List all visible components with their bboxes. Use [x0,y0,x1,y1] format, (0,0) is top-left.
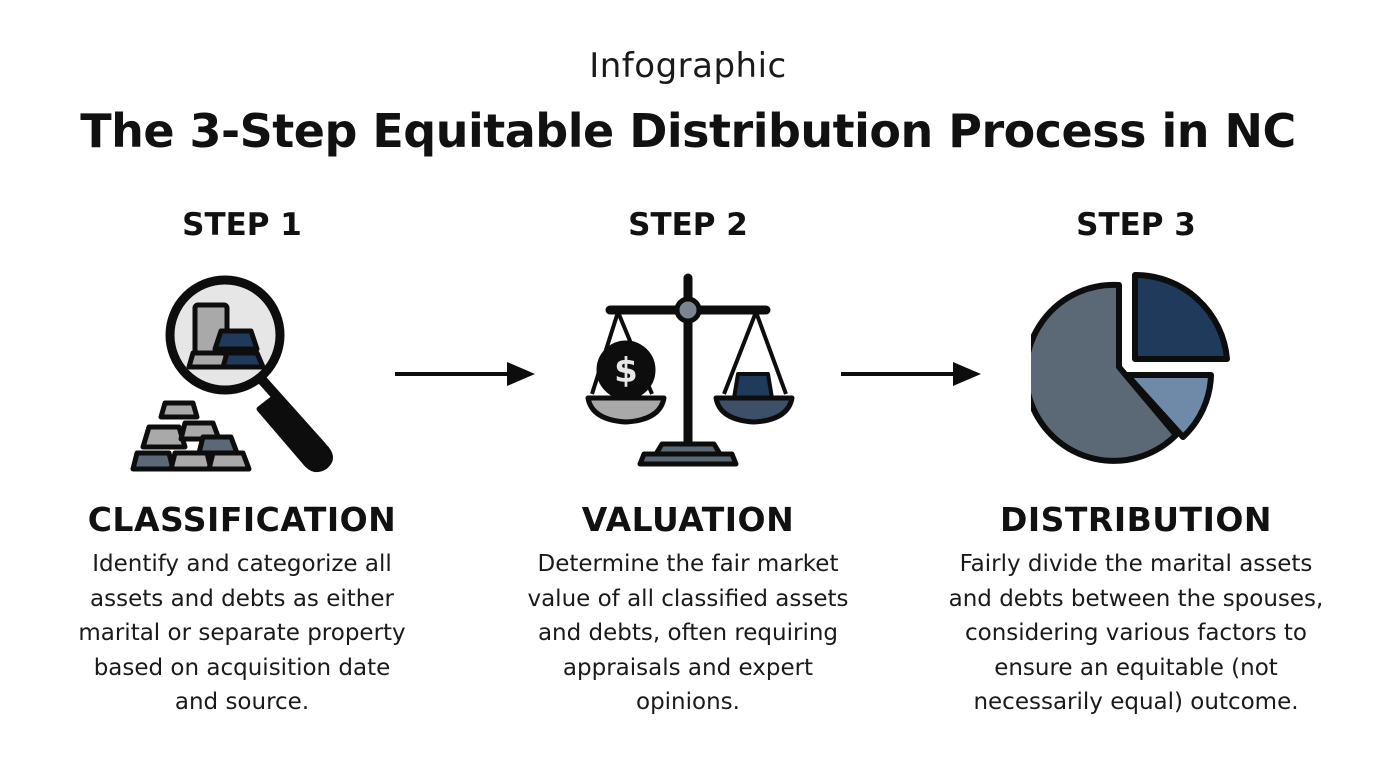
step-valuation: STEP 2 [478,200,898,720]
step-description: Identify and categorize all assets and d… [78,551,406,715]
step-description: Determine the fair market value of all c… [527,551,849,715]
step-title: DISTRIBUTION [999,500,1273,539]
step-distribution: STEP 3 DISTRIBUTION Fairly divide the ma… [926,200,1346,720]
step-description: Fairly divide the marital assets and deb… [948,551,1324,715]
infographic-title: The 3-Step Equitable Distribution Proces… [80,104,1296,158]
pie-chart-split-icon [1031,271,1230,464]
svg-text:$: $ [614,351,638,391]
step-classification: STEP 1 [32,200,452,720]
infographic-eyebrow: Infographic [589,46,787,86]
arrow-right-icon [395,362,535,386]
step-number-label: STEP 1 [182,207,302,243]
arrow-right-icon [841,362,981,386]
step-title: CLASSIFICATION [87,500,397,539]
step-title: VALUATION [581,500,795,539]
step-number-label: STEP 2 [628,207,748,243]
magnifying-glass-gold-bars-icon [130,275,333,473]
balance-scale-dollar-icon: $ [585,273,795,467]
step-number-label: STEP 3 [1076,207,1196,243]
